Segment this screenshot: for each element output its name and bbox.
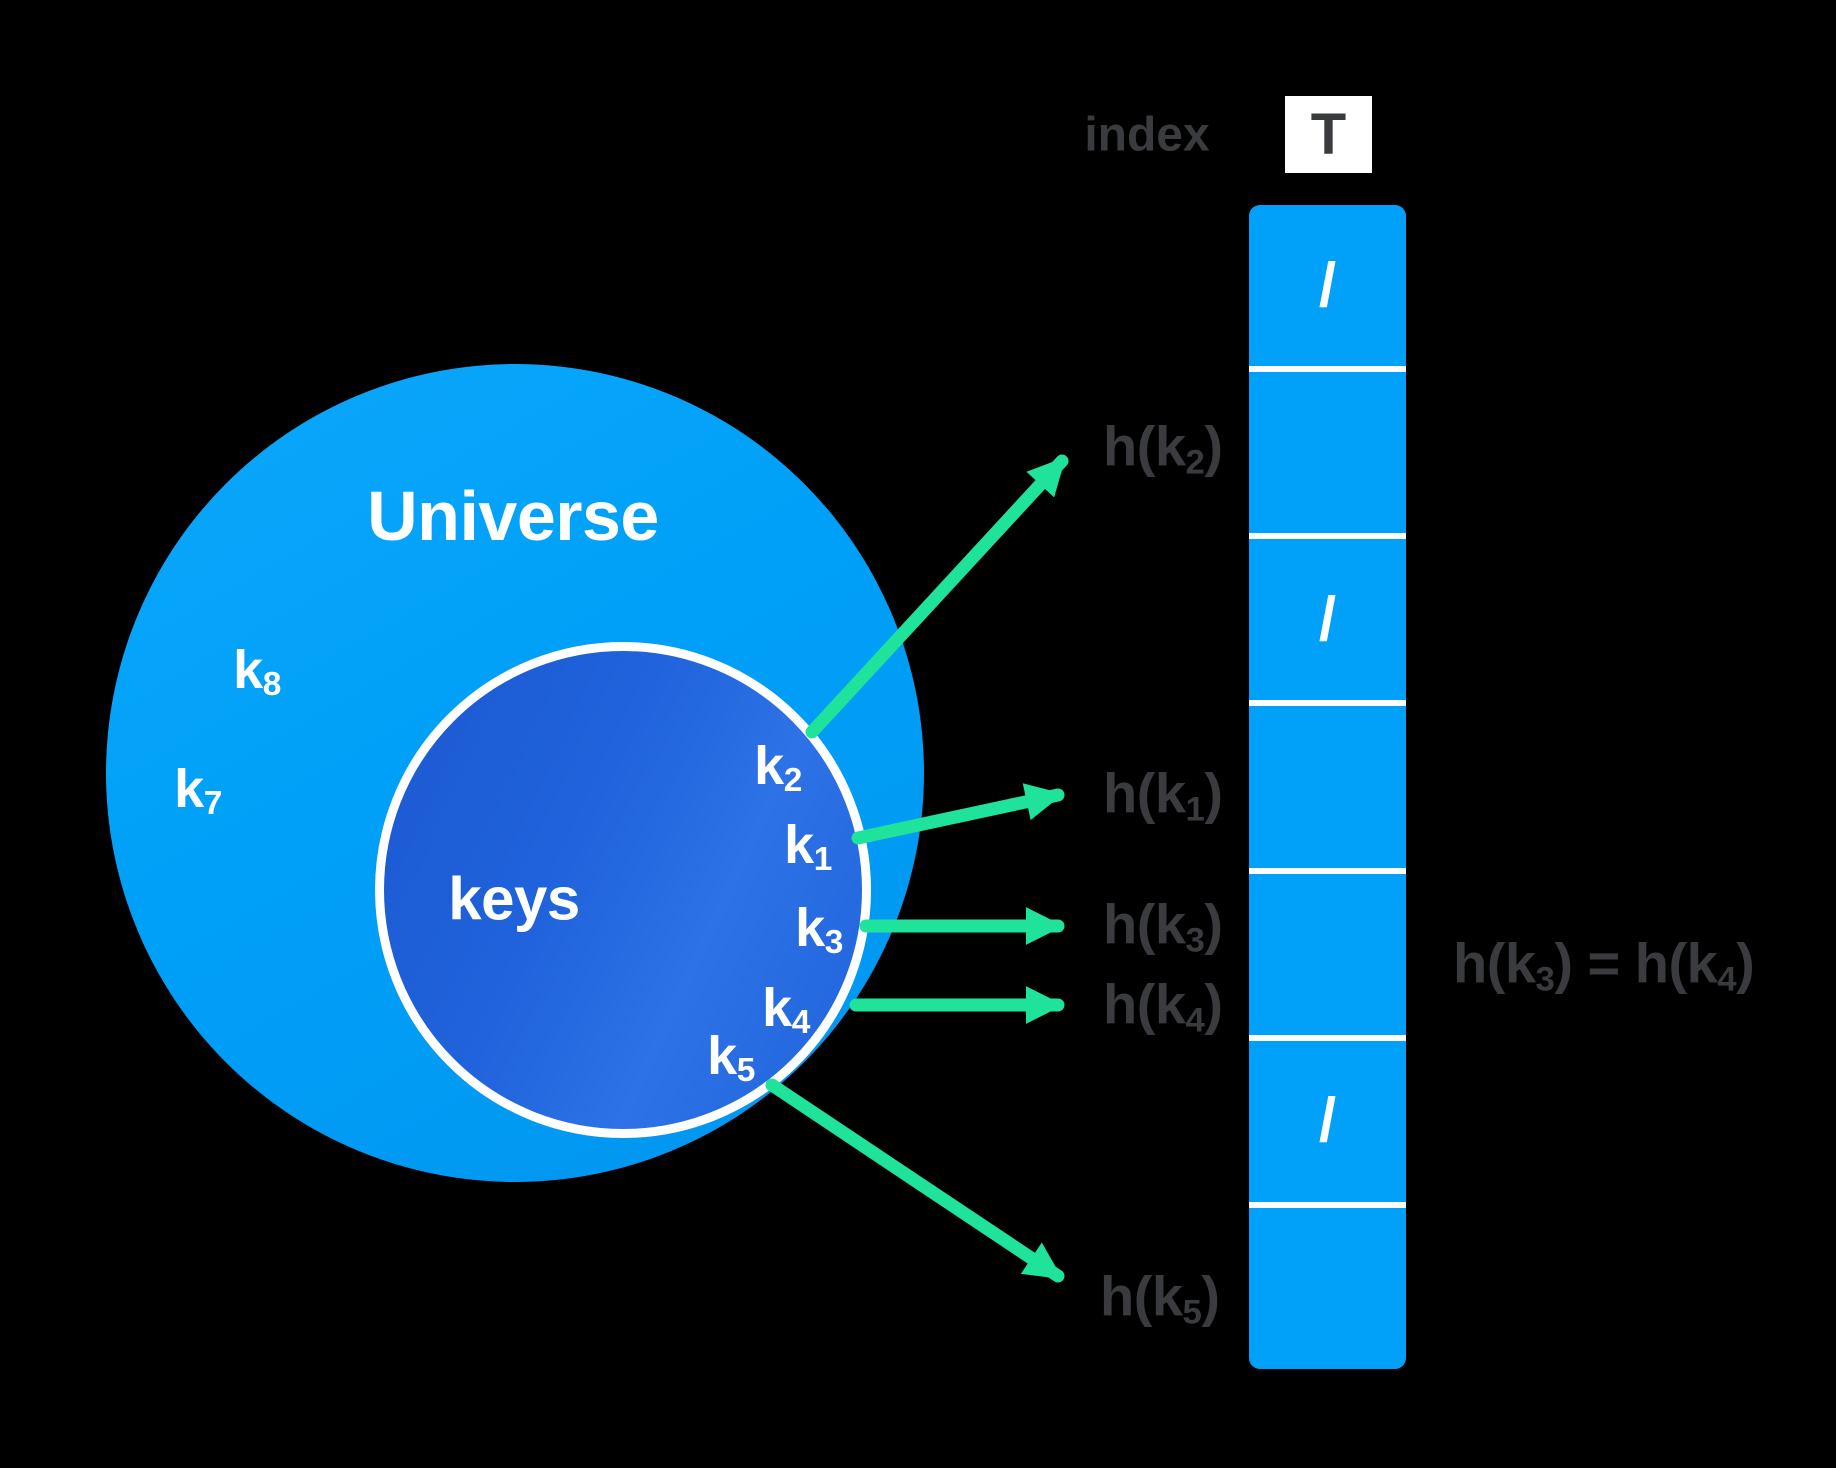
cell-divider (1249, 533, 1406, 540)
table-cell-3 (1249, 706, 1406, 868)
cell-divider (1249, 366, 1406, 373)
cell-divider (1249, 700, 1406, 707)
key-k4: k4 (762, 978, 810, 1042)
cell-divider (1249, 1201, 1406, 1208)
hash-label-hk1: h(k1) (1103, 761, 1223, 829)
table-name-label: T (1310, 102, 1347, 167)
keys-circle (375, 642, 871, 1138)
hash-label-hk3: h(k3) (1103, 892, 1223, 960)
table-name-box: T (1285, 96, 1372, 173)
hash-label-hk2: h(k2) (1103, 414, 1223, 482)
key-k1: k1 (784, 815, 832, 879)
key-k3: k3 (795, 898, 843, 962)
index-column-header: index (1084, 108, 1210, 162)
key-k5: k5 (707, 1026, 755, 1090)
arrow-k5-to-hk5 (765, 1078, 1065, 1283)
table-cell-1 (1249, 372, 1406, 534)
hash-label-hk4: h(k4) (1103, 972, 1223, 1040)
universe-label: Universe (367, 477, 659, 555)
keys-label: keys (448, 865, 580, 933)
hash-label-hk5: h(k5) (1100, 1264, 1220, 1332)
cell-divider (1249, 1034, 1406, 1041)
key-k7: k7 (174, 759, 222, 823)
table-cell-4 (1249, 873, 1406, 1035)
key-k8: k8 (233, 640, 281, 704)
collision-equation: h(k3) = h(k4) (1453, 931, 1755, 999)
cell-divider (1249, 867, 1406, 874)
table-cell-5: / (1249, 1040, 1406, 1202)
empty-slot-marker: / (1318, 1086, 1337, 1156)
key-k2: k2 (754, 736, 802, 800)
empty-slot-marker: / (1318, 250, 1337, 320)
table-cell-0: / (1249, 205, 1406, 367)
empty-slot-marker: / (1318, 584, 1337, 654)
hash-table-column: / / / (1249, 205, 1406, 1369)
table-cell-6 (1249, 1207, 1406, 1369)
table-cell-2: / (1249, 539, 1406, 701)
